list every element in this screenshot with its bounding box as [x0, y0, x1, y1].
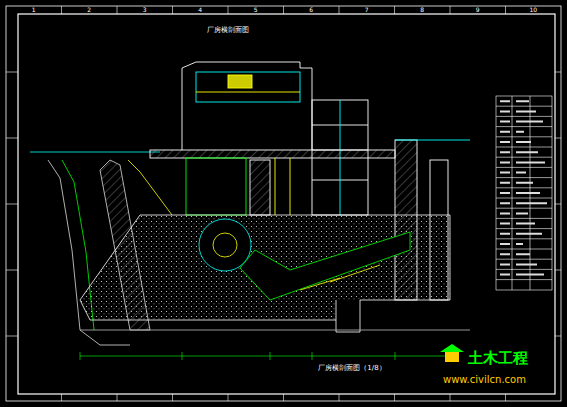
grid-number: 2	[87, 7, 91, 13]
foundation-line	[80, 330, 130, 345]
grid-number: 9	[476, 7, 480, 13]
grid-number: 5	[254, 7, 258, 13]
slope-line	[48, 160, 80, 330]
table-frame	[496, 96, 552, 290]
material-table	[496, 96, 552, 290]
grid-number: 7	[365, 7, 369, 13]
logo-roof	[440, 344, 464, 352]
bedrock-line	[80, 330, 470, 331]
dimension-lines	[80, 352, 455, 360]
turbine-runner	[213, 233, 237, 257]
watermark-url: www.civilcn.com	[443, 375, 526, 385]
grid-number: 8	[420, 7, 424, 13]
draft-tube-line	[300, 265, 380, 290]
drawing-title: 厂房横剖面图	[207, 27, 249, 34]
dimension-line	[80, 356, 455, 357]
draft-tube	[240, 232, 410, 300]
grid-number: 10	[529, 7, 537, 13]
penstock-line	[128, 160, 172, 215]
grid-number: 1	[32, 7, 36, 13]
dimension-ticks	[80, 352, 455, 360]
crane-rail	[196, 92, 300, 93]
powerhouse-substructure	[80, 215, 470, 332]
watermark-logo	[440, 344, 464, 362]
table-grid	[496, 96, 552, 290]
drawing-caption: 厂房横剖面图（1/8）	[316, 365, 387, 372]
grid-number: 3	[143, 7, 147, 13]
logo-house	[445, 352, 459, 362]
crane-bay	[196, 72, 300, 102]
watermark-text: 土木工程	[468, 351, 528, 366]
crane-hall	[182, 62, 312, 150]
tailwater-line	[395, 140, 470, 141]
outer-frame	[6, 6, 561, 401]
grid-number: 6	[309, 7, 313, 13]
stair-line	[275, 158, 290, 215]
water-line	[30, 152, 160, 153]
grid-number: 4	[198, 7, 202, 13]
grid-ticks	[6, 6, 561, 401]
table-cell-marks	[500, 101, 547, 274]
spiral-case	[199, 219, 251, 271]
crane-box	[228, 75, 252, 88]
generator-floor	[150, 150, 395, 158]
generator-pit	[186, 158, 246, 215]
column	[250, 160, 270, 215]
sheet-frame	[6, 6, 561, 401]
sump	[336, 300, 360, 332]
inner-frame	[18, 14, 555, 394]
mass-concrete	[80, 215, 450, 320]
